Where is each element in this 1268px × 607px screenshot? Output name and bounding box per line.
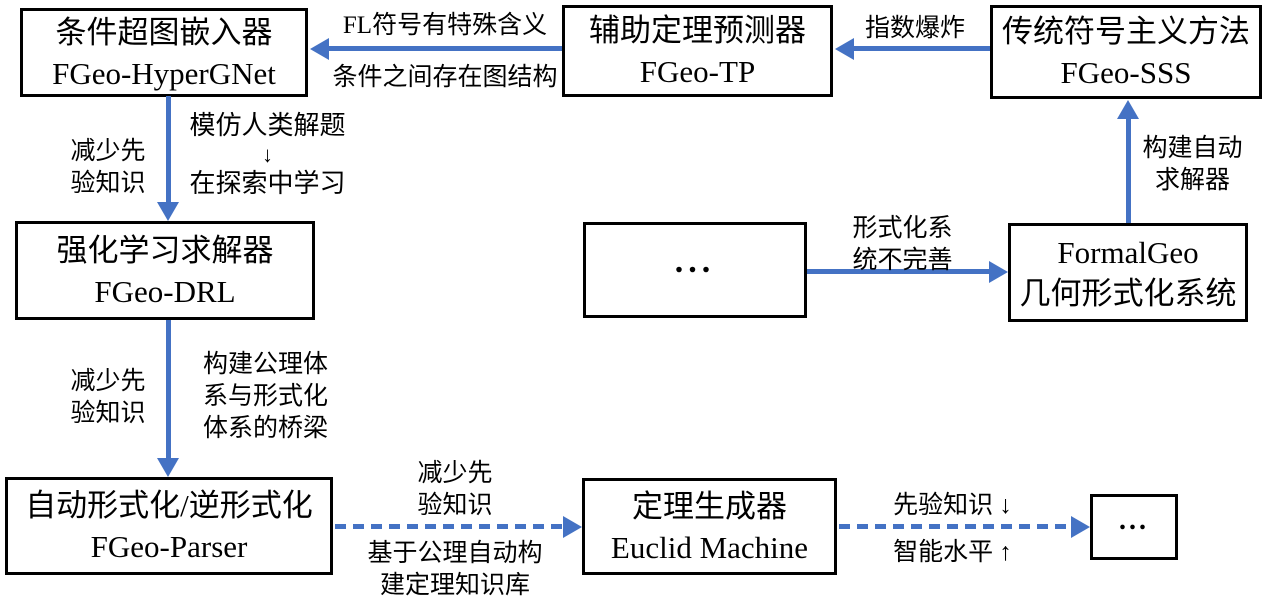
- arrowhead-right-icon: [563, 516, 582, 538]
- node-formalgeo: FormalGeo 几何形式化系统: [1008, 223, 1248, 322]
- node-fgeo-sss-title-zh: 传统符号主义方法: [1002, 14, 1250, 49]
- node-formalgeo-title-zh: 几何形式化系统: [1019, 275, 1237, 311]
- node-formalgeo-title-en: FormalGeo: [1057, 234, 1199, 270]
- node-euclid-machine-title-zh: 定理生成器: [632, 488, 787, 524]
- label-build-automated-solver: 构建自动 求解器: [1142, 135, 1243, 194]
- node-fgeo-sss: 传统符号主义方法 FGeo-SSS: [990, 5, 1262, 99]
- arrow-shaft: [1126, 117, 1131, 223]
- ellipsis-text: ...: [674, 243, 716, 280]
- node-fgeo-tp-title-en: FGeo-TP: [639, 54, 756, 89]
- node-fgeo-hypergnet: 条件超图嵌入器 FGeo-HyperGNet: [20, 8, 308, 97]
- node-fgeo-hypergnet-title-zh: 条件超图嵌入器: [55, 14, 273, 50]
- arrow-shaft-dashed: [335, 524, 563, 529]
- arrowhead-left-icon: [835, 38, 854, 60]
- arrowhead-up-icon: [1117, 100, 1139, 119]
- label-graph-structure: 条件之间存在图结构: [332, 64, 558, 91]
- arrow-shaft: [852, 46, 990, 51]
- arrowhead-right-icon: [1071, 516, 1090, 538]
- label-imitate-human-solving: 模仿人类解题 ↓ 在探索中学习: [180, 110, 355, 200]
- node-ellipsis-middle: ...: [583, 222, 807, 318]
- label-reduce-prior-knowledge-3: 减少先 验知识: [417, 460, 493, 519]
- label-formal-system-incomplete: 形式化系 统不完善: [852, 215, 953, 274]
- label-exponential-explosion: 指数爆炸: [864, 15, 965, 42]
- label-intelligence-up: 智能水平 ↑: [893, 539, 1012, 566]
- node-fgeo-tp-title-zh: 辅助定理预测器: [589, 13, 806, 48]
- down-arrow-icon: ↓: [262, 142, 273, 167]
- arrow-shaft: [327, 46, 562, 51]
- arrowhead-left-icon: [310, 38, 329, 60]
- node-fgeo-parser-title-en: FGeo-Parser: [90, 529, 248, 564]
- node-fgeo-sss-title-en: FGeo-SSS: [1060, 55, 1192, 90]
- label-fl-special-meaning: FL符号有特殊含义: [342, 12, 548, 39]
- node-fgeo-drl-title-en: FGeo-DRL: [94, 273, 236, 309]
- arrow-shaft: [166, 96, 171, 204]
- node-fgeo-drl-title-zh: 强化学习求解器: [56, 232, 274, 268]
- arrowhead-down-icon: [157, 202, 179, 221]
- node-fgeo-drl: 强化学习求解器 FGeo-DRL: [15, 221, 315, 320]
- arrowhead-right-icon: [989, 261, 1008, 283]
- arrow-shaft-dashed: [839, 524, 1071, 529]
- label-prior-knowledge-down: 先验知识 ↓: [893, 492, 1012, 519]
- node-fgeo-parser: 自动形式化/逆形式化 FGeo-Parser: [5, 477, 333, 575]
- node-euclid-machine: 定理生成器 Euclid Machine: [582, 478, 837, 575]
- node-fgeo-parser-title-zh: 自动形式化/逆形式化: [25, 488, 313, 523]
- arrow-shaft: [166, 320, 171, 459]
- arrow-shaft: [807, 269, 989, 274]
- label-axiom-theorem-kb: 基于公理自动构 建定理知识库: [367, 540, 543, 599]
- node-fgeo-tp: 辅助定理预测器 FGeo-TP: [562, 5, 833, 97]
- node-euclid-machine-title-en: Euclid Machine: [610, 529, 809, 565]
- ellipsis-text: ...: [1119, 505, 1149, 536]
- label-reduce-prior-knowledge-2: 减少先 验知识: [70, 368, 146, 427]
- node-ellipsis-end: ...: [1090, 494, 1178, 560]
- label-reduce-prior-knowledge-1: 减少先 验知识: [70, 138, 146, 197]
- node-fgeo-hypergnet-title-en: FGeo-HyperGNet: [52, 55, 276, 91]
- arrowhead-down-icon: [157, 458, 179, 477]
- label-axiom-formal-bridge: 构建公理体 系与形式化 体系的桥梁: [202, 351, 328, 442]
